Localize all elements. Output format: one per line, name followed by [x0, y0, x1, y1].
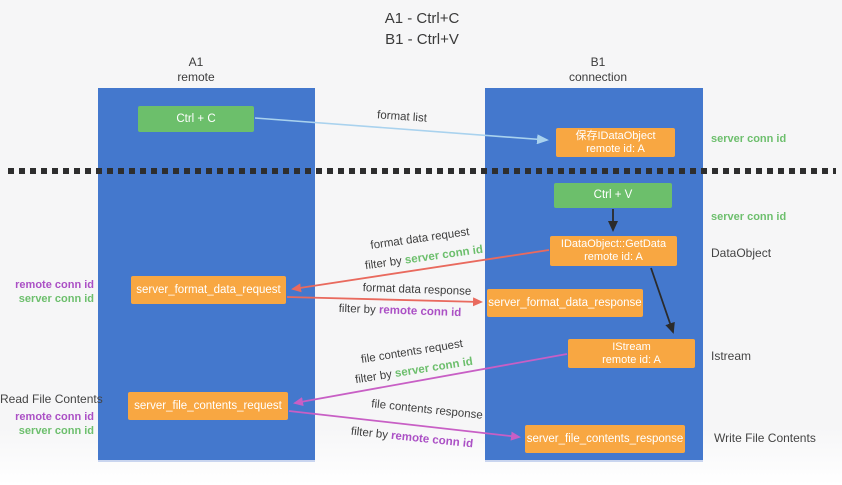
- node-ctrl-v-label: Ctrl + V: [593, 189, 633, 201]
- column-a1-name: A1: [188, 55, 204, 69]
- node-ctrl-v: Ctrl + V: [554, 183, 672, 208]
- node-istream-line1: IStream: [612, 340, 651, 353]
- column-b1-name: B1: [590, 55, 606, 69]
- annotation-write-file-contents: Write File Contents: [714, 431, 816, 445]
- annotation-server-conn-id-left-top: server conn id: [18, 293, 94, 305]
- node-format-request-label: server_format_data_request: [136, 283, 281, 296]
- filter-by-text: filter by: [350, 425, 392, 442]
- node-idataobject-getdata: IDataObject::GetData remote id: A: [550, 236, 677, 266]
- annotation-server-conn-id-top: server conn id: [711, 133, 787, 145]
- annotation-istream: Istream: [711, 349, 752, 363]
- column-header-a1: A1 remote: [136, 55, 256, 85]
- diagram-title: A1 - Ctrl+C B1 - Ctrl+V: [322, 8, 522, 50]
- column-a1-sub: remote: [177, 70, 215, 84]
- edge-label-file-response-filter: filter by remote conn id: [350, 426, 473, 451]
- annotation-read-file-contents: Read File Contents: [0, 392, 103, 406]
- node-server-file-contents-response: server_file_contents_response: [525, 425, 685, 453]
- node-istream: IStream remote id: A: [568, 339, 695, 368]
- annotation-remote-conn-id-top: remote conn id: [15, 279, 94, 291]
- server-conn-id-text: server conn id: [404, 243, 484, 267]
- filter-by-text: filter by: [338, 302, 380, 317]
- remote-conn-id-text: remote conn id: [390, 429, 474, 451]
- title-line-2: B1 - Ctrl+V: [385, 31, 459, 48]
- filter-by-text: filter by: [354, 368, 396, 387]
- annotation-remote-conn-id-bottom: remote conn id: [15, 411, 94, 423]
- format-data-response-arrow: [286, 296, 483, 307]
- title-line-1: A1 - Ctrl+C: [384, 10, 460, 27]
- edge-label-format-response-filter: filter by remote conn id: [338, 303, 461, 319]
- node-server-file-contents-request: server_file_contents_request: [128, 392, 288, 420]
- remote-conn-id-text: remote conn id: [378, 304, 462, 320]
- edge-label-format-data-response: format data response: [362, 282, 472, 298]
- column-b1-sub: connection: [568, 70, 628, 84]
- node-getdata-line1: IDataObject::GetData: [560, 238, 667, 250]
- server-conn-id-text: server conn id: [394, 355, 474, 380]
- node-file-response-label: server_file_contents_response: [526, 432, 684, 445]
- annotation-server-conn-id-mid: server conn id: [711, 211, 787, 223]
- node-save-idataobject-line1: 保存IDataObject: [575, 129, 656, 142]
- node-ctrl-c-label: Ctrl + C: [176, 112, 216, 125]
- edge-label-format-list: format list: [376, 109, 428, 125]
- edge-label-file-contents-response: file contents response: [370, 398, 484, 422]
- node-file-request-label: server_file_contents_request: [134, 399, 282, 412]
- annotation-dataobject: DataObject: [711, 246, 772, 260]
- node-server-format-data-request: server_format_data_request: [131, 276, 286, 304]
- annotation-server-conn-id-left-bottom: server conn id: [18, 425, 94, 437]
- node-format-response-label: server_format_data_response: [488, 296, 642, 309]
- node-server-format-data-response: server_format_data_response: [487, 289, 643, 317]
- filter-by-text: filter by: [364, 254, 406, 273]
- session-divider-dotted-line: [8, 168, 836, 174]
- column-header-b1: B1 connection: [538, 55, 658, 85]
- node-save-idataobject-line2: remote id: A: [586, 142, 645, 155]
- node-istream-line2: remote id: A: [602, 353, 661, 366]
- node-save-idataobject: 保存IDataObject remote id: A: [556, 128, 675, 157]
- node-ctrl-c: Ctrl + C: [138, 106, 254, 132]
- node-getdata-line2: remote id: A: [584, 251, 643, 263]
